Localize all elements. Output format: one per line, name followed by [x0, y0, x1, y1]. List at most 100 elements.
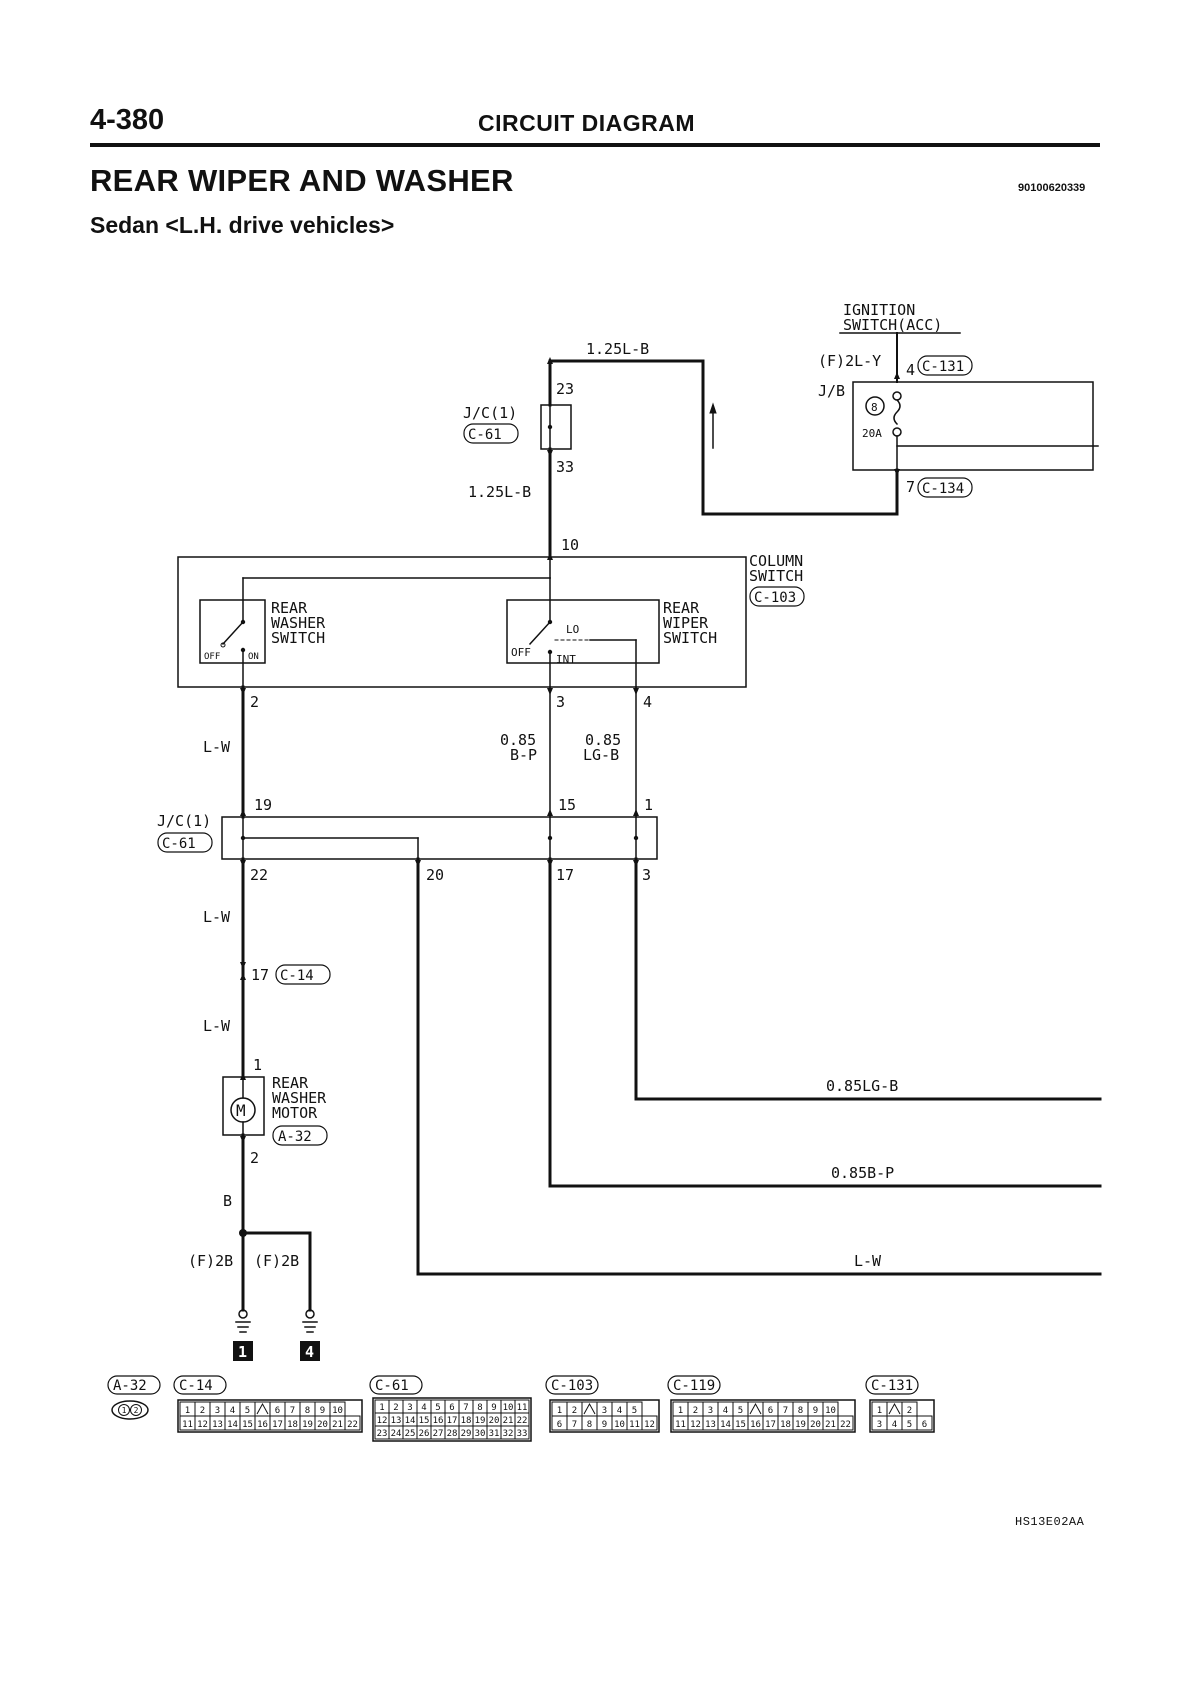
pin-20-label: 20 [426, 866, 444, 884]
legend-c103-pin: 2 [572, 1406, 577, 1416]
pin-33-label: 33 [556, 458, 574, 476]
legend-c61-pin: 24 [391, 1429, 402, 1439]
legend-c119-pin: 22 [840, 1420, 851, 1430]
legend-c14-key [256, 1402, 269, 1415]
legend-c119-pin: 1 [678, 1406, 683, 1416]
ignition-switch-label-2: SWITCH(ACC) [843, 316, 942, 334]
legend-c61-pin: 18 [461, 1416, 472, 1426]
wire-b-label: B [223, 1192, 232, 1210]
legend-c14-pin: 16 [257, 1420, 268, 1430]
wiper-lo-label: LO [566, 623, 579, 636]
legend-a32-pin: 1 [122, 1406, 127, 1415]
pin-17-label: 17 [556, 866, 574, 884]
rear-washer-switch-label-1: REAR [271, 599, 308, 617]
connector-c103-label: C-103 [754, 590, 796, 606]
legend-c61-label: C-61 [375, 1378, 409, 1394]
legend-c119-pin: 7 [783, 1406, 788, 1416]
wiper-int-label: INT [556, 653, 576, 666]
jc-lower-box [221, 816, 658, 860]
legend-c103-pin: 3 [602, 1406, 607, 1416]
rear-washer-switch-label-3: SWITCH [271, 629, 325, 647]
legend-c103-pin: 10 [614, 1420, 625, 1430]
rear-washer-motor-label-3: MOTOR [272, 1104, 318, 1122]
legend-c103-key [583, 1402, 596, 1415]
column-switch-label-2: SWITCH [749, 567, 803, 585]
rear-wiper-switch-label-1: REAR [663, 599, 700, 617]
connector-c14-label: C-14 [280, 968, 314, 984]
legend-c14-cell [344, 1415, 361, 1431]
washer-off-label: OFF [204, 652, 220, 662]
fuse-number: 8 [871, 401, 878, 414]
connector-c61-lower-label: C-61 [162, 836, 196, 852]
legend-c131-pin: 4 [892, 1420, 897, 1430]
jc-upper-box [540, 404, 572, 450]
legend-c14-pin: 22 [347, 1420, 358, 1430]
pin-7-label: 7 [906, 478, 915, 496]
legend-c14-pin: 11 [182, 1420, 193, 1430]
wire-top-label: 1.25L-B [586, 340, 649, 358]
legend-c14-outline [177, 1399, 363, 1433]
wire-out-bp-label: 0.85B-P [831, 1164, 894, 1182]
wire-out-lgb-label: 0.85LG-B [826, 1077, 898, 1095]
legend-c61-pin: 33 [517, 1429, 528, 1439]
legend-c131-pin: 6 [922, 1420, 927, 1430]
washer-switch-blade [221, 620, 245, 646]
legend-c61-pin: 15 [419, 1416, 430, 1426]
wire-f2b-right-label: (F)2B [254, 1252, 299, 1270]
legend-c119-pin: 6 [768, 1406, 773, 1416]
connector-c61-upper-label: C-61 [468, 427, 502, 443]
diagram-subtitle: Sedan <L.H. drive vehicles> [90, 212, 395, 238]
legend-c131-outline [869, 1399, 935, 1433]
fuse-top-terminal [892, 391, 902, 401]
legend-c61-pin: 10 [503, 1403, 514, 1413]
junction-block [852, 381, 1094, 471]
fuse-symbol [893, 398, 901, 426]
legend-c61-pin: 11 [517, 1403, 528, 1413]
wire-fy-label: (F)2L-Y [818, 352, 881, 370]
legend-c14-pin: 7 [290, 1406, 295, 1416]
legend-c14-pin: 4 [230, 1406, 235, 1416]
legend-c131-label: C-131 [871, 1378, 913, 1394]
legend-c61-pin: 25 [405, 1429, 416, 1439]
connector-c134-label: C-134 [922, 481, 964, 497]
legend-c119-pin: 3 [708, 1406, 713, 1416]
pin-3b-label: 3 [642, 866, 651, 884]
wire-bp-color: B-P [510, 746, 537, 764]
legend-c61-pin: 12 [377, 1416, 388, 1426]
legend-c119-pin: 21 [825, 1420, 836, 1430]
rear-washer-switch-label-2: WASHER [271, 614, 326, 632]
legend-c131-pin: 2 [907, 1406, 912, 1416]
legend-c61-pin: 8 [477, 1403, 482, 1413]
pin-2-label: 2 [250, 693, 259, 711]
legend-c103-pin: 9 [602, 1420, 607, 1430]
connector-a32-oval [272, 1125, 328, 1146]
legend-c119-pin: 10 [825, 1406, 836, 1416]
legend-c61-pin: 20 [489, 1416, 500, 1426]
wiper-switch-blade [528, 620, 552, 646]
legend-c61-pin: 5 [435, 1403, 440, 1413]
legend-a32-pin-ring [130, 1404, 142, 1416]
legend-c119-pin: 18 [780, 1420, 791, 1430]
wire-lw-1-label: L-W [203, 738, 231, 756]
legend-c61-pin: 1 [379, 1403, 384, 1413]
jc-lower-label: J/C(1) [157, 812, 211, 830]
column-switch-label-1: COLUMN [749, 552, 803, 570]
pin-19-label: 19 [254, 796, 272, 814]
legend-c61-pin: 26 [419, 1429, 430, 1439]
motor-pin-2-label: 2 [250, 1149, 259, 1167]
ground-4-badge [300, 1341, 320, 1361]
legend-c14-pin: 6 [275, 1406, 280, 1416]
wire-lw-3-label: L-W [203, 1017, 231, 1035]
ground-symbol-left [235, 1309, 251, 1333]
fuse-bottom-terminal [892, 427, 902, 437]
connector-c61-lower-oval [157, 832, 213, 853]
legend-c119-outline [670, 1399, 856, 1433]
direction-arrow-head [709, 402, 717, 414]
connector-c131-oval [917, 355, 973, 376]
legend-c61-pin: 29 [461, 1429, 472, 1439]
jc-upper-label: J/C(1) [463, 404, 517, 422]
legend-c119-pin: 14 [720, 1420, 731, 1430]
connector-c14-oval [275, 964, 331, 985]
legend-c61-pin: 9 [491, 1403, 496, 1413]
